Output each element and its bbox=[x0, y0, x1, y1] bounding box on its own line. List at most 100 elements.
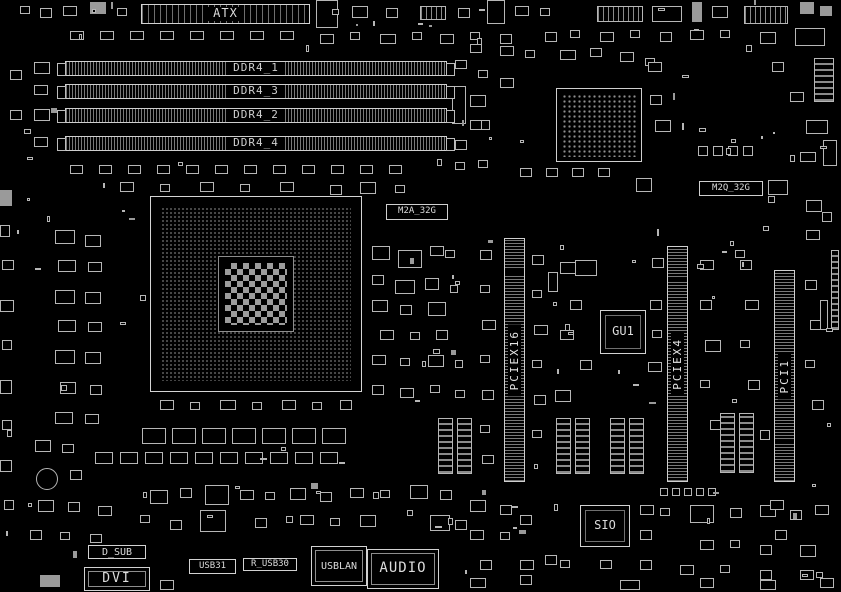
component-outline bbox=[415, 400, 420, 402]
component-outline bbox=[2, 260, 14, 270]
component-outline bbox=[220, 452, 238, 464]
dsub-label: D_SUB bbox=[99, 546, 135, 558]
component-outline bbox=[620, 580, 640, 590]
pci-label: PCI1 bbox=[778, 352, 791, 400]
component-outline bbox=[500, 34, 512, 44]
component-outline bbox=[698, 146, 708, 156]
component-outline bbox=[732, 399, 737, 403]
component-outline bbox=[740, 340, 750, 348]
component-outline bbox=[692, 2, 702, 22]
component-outline bbox=[580, 360, 592, 370]
component-outline bbox=[730, 241, 734, 246]
component-outline bbox=[90, 385, 102, 395]
component-outline bbox=[470, 500, 486, 512]
component-outline bbox=[220, 400, 236, 410]
component-outline bbox=[88, 322, 102, 332]
component-outline bbox=[20, 6, 30, 14]
component-outline bbox=[570, 300, 582, 310]
component-outline bbox=[822, 212, 832, 222]
component-outline bbox=[70, 470, 82, 480]
component-outline bbox=[290, 488, 306, 500]
component-outline bbox=[731, 139, 736, 143]
component-outline bbox=[100, 31, 114, 40]
pci-slot: PCI1 bbox=[774, 270, 795, 482]
component-outline bbox=[145, 452, 163, 464]
component-outline bbox=[312, 402, 322, 410]
component-outline bbox=[27, 157, 33, 160]
atx-label: ATX bbox=[208, 7, 243, 21]
component-outline bbox=[455, 281, 460, 285]
component-outline bbox=[482, 320, 496, 330]
component-outline bbox=[170, 452, 188, 464]
component-outline bbox=[800, 545, 816, 557]
component-outline bbox=[7, 430, 12, 437]
component-outline bbox=[739, 413, 754, 473]
component-outline bbox=[500, 46, 514, 56]
component-outline bbox=[513, 527, 517, 529]
component-outline bbox=[479, 9, 485, 11]
cpu-center-pad-grid bbox=[218, 256, 294, 332]
component-outline bbox=[88, 262, 102, 272]
component-outline bbox=[60, 532, 70, 540]
component-outline bbox=[700, 380, 710, 388]
component-outline bbox=[555, 390, 571, 402]
component-outline bbox=[410, 485, 428, 499]
component-outline bbox=[260, 458, 267, 460]
component-outline bbox=[350, 488, 364, 498]
component-outline bbox=[545, 32, 557, 42]
component-outline bbox=[649, 402, 656, 404]
component-outline bbox=[820, 578, 834, 588]
component-outline bbox=[178, 162, 183, 166]
component-outline bbox=[356, 24, 358, 26]
component-outline bbox=[339, 462, 345, 464]
component-outline bbox=[462, 120, 464, 126]
component-outline bbox=[489, 137, 492, 140]
component-outline bbox=[418, 23, 423, 25]
pcie-x4-label: PCIEX4 bbox=[671, 332, 684, 396]
component-outline bbox=[452, 275, 454, 279]
component-outline bbox=[763, 226, 769, 231]
component-outline bbox=[150, 490, 168, 504]
component-outline bbox=[55, 290, 75, 304]
component-outline bbox=[568, 332, 574, 335]
component-outline bbox=[200, 510, 226, 532]
component-outline bbox=[40, 575, 60, 587]
component-outline bbox=[143, 492, 147, 498]
component-outline bbox=[760, 430, 770, 440]
component-outline bbox=[772, 62, 784, 72]
component-outline bbox=[232, 428, 256, 444]
component-outline bbox=[172, 428, 196, 444]
component-outline bbox=[768, 180, 788, 195]
component-outline bbox=[207, 515, 213, 518]
component-outline bbox=[130, 31, 144, 40]
dimm-slot-label: DDR4_4 bbox=[228, 137, 284, 150]
component-outline bbox=[455, 140, 467, 150]
component-outline bbox=[68, 502, 80, 512]
component-outline bbox=[302, 165, 315, 174]
component-outline bbox=[306, 45, 309, 52]
component-outline bbox=[157, 165, 170, 174]
component-outline bbox=[435, 526, 442, 528]
component-outline bbox=[744, 6, 788, 24]
component-outline bbox=[332, 9, 339, 15]
component-outline bbox=[186, 165, 199, 174]
component-outline bbox=[712, 6, 728, 18]
component-outline bbox=[826, 328, 833, 332]
gu1-label: GU1 bbox=[610, 324, 636, 339]
audio-label: AUDIO bbox=[377, 560, 429, 577]
component-outline bbox=[286, 516, 293, 523]
component-outline bbox=[373, 21, 375, 26]
component-outline bbox=[55, 350, 75, 364]
component-outline bbox=[775, 530, 787, 540]
component-outline bbox=[722, 251, 727, 253]
component-outline bbox=[470, 530, 484, 540]
component-outline bbox=[270, 452, 288, 464]
usb-lan-connector: USBLAN bbox=[311, 546, 367, 586]
component-outline bbox=[699, 128, 706, 132]
component-outline bbox=[598, 168, 610, 177]
component-outline bbox=[652, 6, 682, 22]
dvi-label: DVI bbox=[100, 570, 134, 587]
component-outline bbox=[422, 361, 426, 367]
component-outline bbox=[428, 355, 444, 367]
